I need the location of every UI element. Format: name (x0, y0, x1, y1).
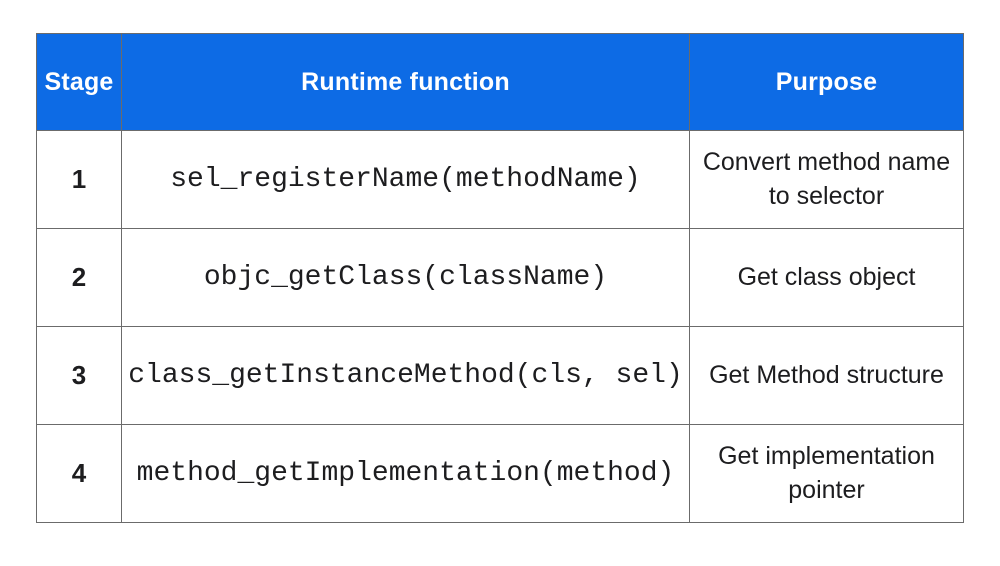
table-row: 3 class_getInstanceMethod(cls, sel) Get … (36, 326, 964, 425)
stage-number: 4 (36, 424, 122, 523)
purpose-text: Get Method structure (689, 326, 964, 425)
stage-number: 3 (36, 326, 122, 425)
column-header-stage: Stage (36, 33, 122, 131)
runtime-function-name: objc_getClass(className) (121, 228, 690, 327)
purpose-text: Get implementation pointer (689, 424, 964, 523)
purpose-text: Get class object (689, 228, 964, 327)
column-header-runtime-function: Runtime function (121, 33, 690, 131)
runtime-function-name: sel_registerName(methodName) (121, 130, 690, 229)
stages-table: Stage Runtime function Purpose 1 sel_reg… (36, 33, 964, 523)
table-row: 2 objc_getClass(className) Get class obj… (36, 228, 964, 327)
table-row: 4 method_getImplementation(method) Get i… (36, 424, 964, 523)
runtime-function-name: method_getImplementation(method) (121, 424, 690, 523)
stage-number: 1 (36, 130, 122, 229)
runtime-function-name: class_getInstanceMethod(cls, sel) (121, 326, 690, 425)
column-header-purpose: Purpose (689, 33, 964, 131)
runtime-stages-table: Stage Runtime function Purpose 1 sel_reg… (36, 33, 964, 523)
purpose-text: Convert method name to selector (689, 130, 964, 229)
stage-number: 2 (36, 228, 122, 327)
table-row: 1 sel_registerName(methodName) Convert m… (36, 130, 964, 229)
header-row: Stage Runtime function Purpose (36, 33, 964, 131)
